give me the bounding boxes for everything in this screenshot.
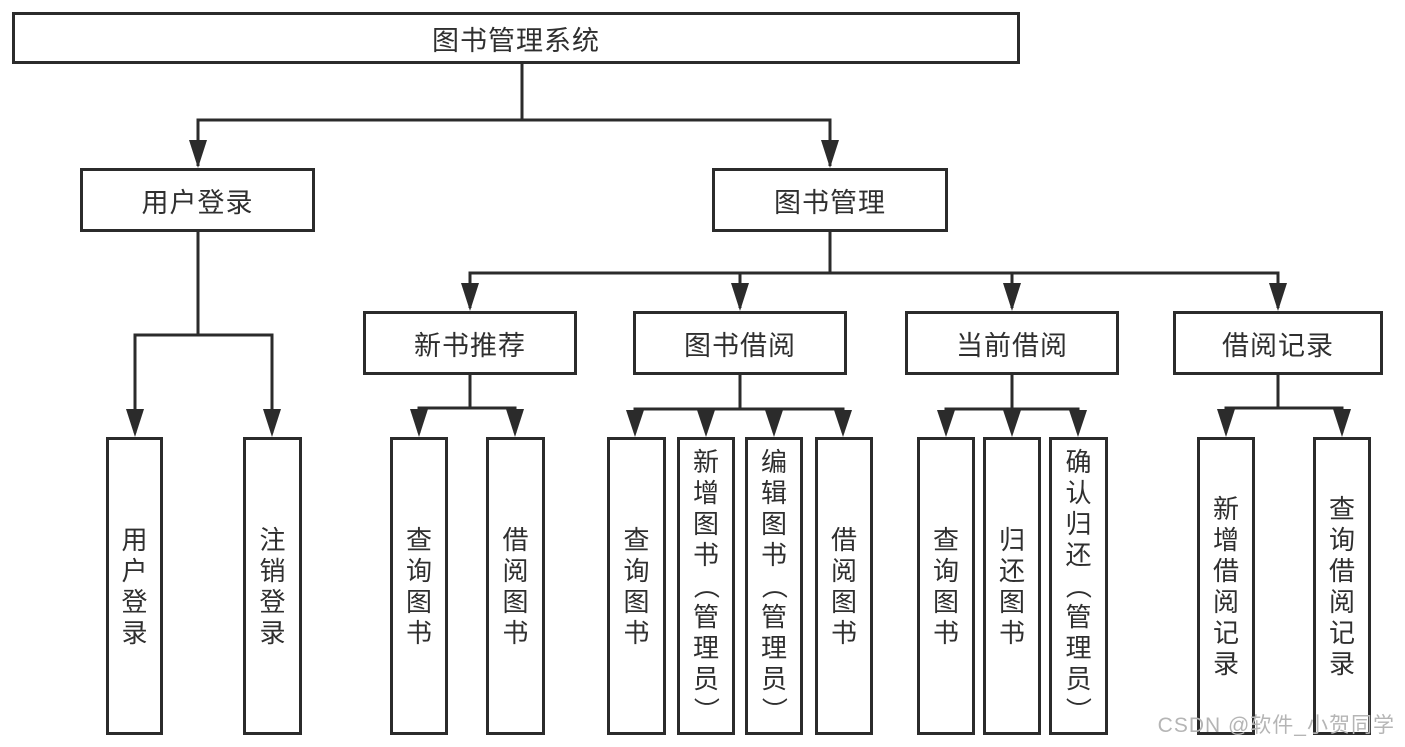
node-new-book-recommend: 新书推荐 [363, 311, 577, 375]
leaf-user-login: 用户登录 [106, 437, 163, 735]
edge-new-book-recommend-to-children [410, 375, 524, 437]
leaf-bb-borrow-book: 借阅图书 [815, 437, 873, 735]
node-user-login-label: 用户登录 [141, 187, 254, 218]
leaf-cb-return-book-label: 归还图书 [998, 524, 1025, 648]
leaf-logout: 注销登录 [243, 437, 302, 735]
leaf-bb-add-book-admin-label: 新增图书（管理员） [690, 447, 721, 724]
leaf-nb-query-book: 查询图书 [390, 437, 448, 735]
leaf-br-add-record: 新增借阅记录 [1197, 437, 1255, 735]
leaf-logout-label: 注销登录 [259, 524, 286, 648]
node-borrow-records-label: 借阅记录 [1222, 330, 1334, 361]
edge-user-login-to-children [126, 232, 281, 437]
csdn-watermark: CSDN @软件_小贺同学 [1157, 714, 1395, 737]
node-root-label: 图书管理系统 [432, 25, 600, 56]
edge-book-borrow-to-children [626, 375, 852, 437]
node-current-borrow-label: 当前借阅 [956, 330, 1068, 361]
leaf-br-add-record-label: 新增借阅记录 [1212, 493, 1239, 679]
node-book-borrow-label: 图书借阅 [684, 330, 796, 361]
leaf-user-login-label: 用户登录 [121, 524, 148, 648]
edge-borrow-records-to-children [1217, 375, 1351, 437]
leaf-nb-borrow-book: 借阅图书 [486, 437, 545, 735]
leaf-bb-query-book-label: 查询图书 [623, 524, 650, 648]
node-borrow-records: 借阅记录 [1173, 311, 1383, 375]
leaf-cb-return-book: 归还图书 [983, 437, 1041, 735]
node-current-borrow: 当前借阅 [905, 311, 1119, 375]
leaf-cb-confirm-return-admin-label: 确认归还（管理员） [1063, 447, 1094, 724]
node-root: 图书管理系统 [12, 12, 1020, 64]
leaf-bb-edit-book-admin-label: 编辑图书（管理员） [758, 447, 789, 724]
edge-book-management-to-children [461, 232, 1287, 311]
node-book-management-label: 图书管理 [774, 187, 886, 218]
leaf-bb-add-book-admin: 新增图书（管理员） [677, 437, 735, 735]
leaf-bb-borrow-book-label: 借阅图书 [830, 524, 857, 648]
node-new-book-recommend-label: 新书推荐 [414, 330, 526, 361]
leaf-bb-edit-book-admin: 编辑图书（管理员） [745, 437, 803, 735]
leaf-br-query-record-label: 查询借阅记录 [1328, 493, 1355, 679]
leaf-cb-query-book: 查询图书 [917, 437, 975, 735]
edge-root-to-level2 [189, 64, 839, 168]
leaf-br-query-record: 查询借阅记录 [1313, 437, 1371, 735]
leaf-cb-query-book-label: 查询图书 [932, 524, 959, 648]
node-user-login: 用户登录 [80, 168, 315, 232]
leaf-nb-query-book-label: 查询图书 [405, 524, 432, 648]
node-book-management: 图书管理 [712, 168, 948, 232]
node-book-borrow: 图书借阅 [633, 311, 847, 375]
leaf-bb-query-book: 查询图书 [607, 437, 666, 735]
leaf-cb-confirm-return-admin: 确认归还（管理员） [1049, 437, 1108, 735]
edge-current-borrow-to-children [937, 375, 1087, 437]
leaf-nb-borrow-book-label: 借阅图书 [502, 524, 529, 648]
